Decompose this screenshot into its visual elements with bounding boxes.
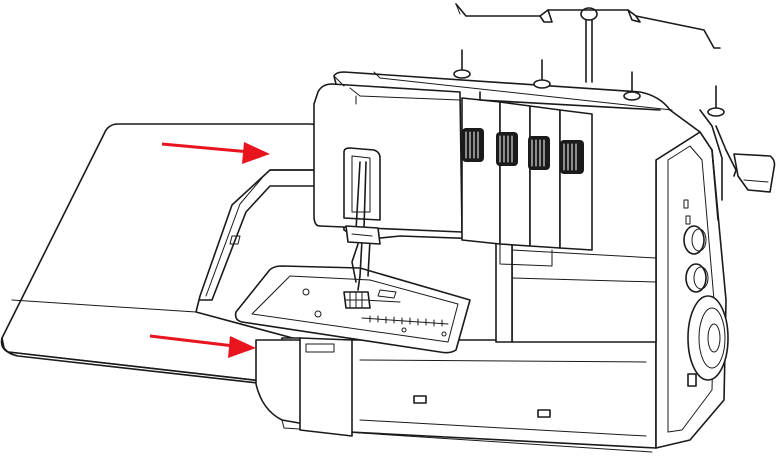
- arrow-upper: [161, 142, 270, 164]
- tension-dial-lower[interactable]: [685, 263, 709, 293]
- thread-stand: [455, 3, 721, 83]
- arrow-lower: [149, 334, 256, 358]
- side-body: [655, 131, 729, 449]
- tension-wheel-1[interactable]: [462, 128, 484, 162]
- presser-foot: [343, 161, 381, 309]
- machine-base: [255, 337, 657, 453]
- tension-dial-upper[interactable]: [683, 225, 707, 255]
- tension-wheel-4[interactable]: [560, 140, 584, 174]
- tension-wheel-2[interactable]: [496, 132, 518, 166]
- tension-wheel-3[interactable]: [528, 136, 550, 170]
- needle-plate: [234, 265, 471, 354]
- handwheel[interactable]: [687, 295, 729, 381]
- spool-pins: [453, 49, 776, 221]
- tension-panel: [461, 97, 593, 267]
